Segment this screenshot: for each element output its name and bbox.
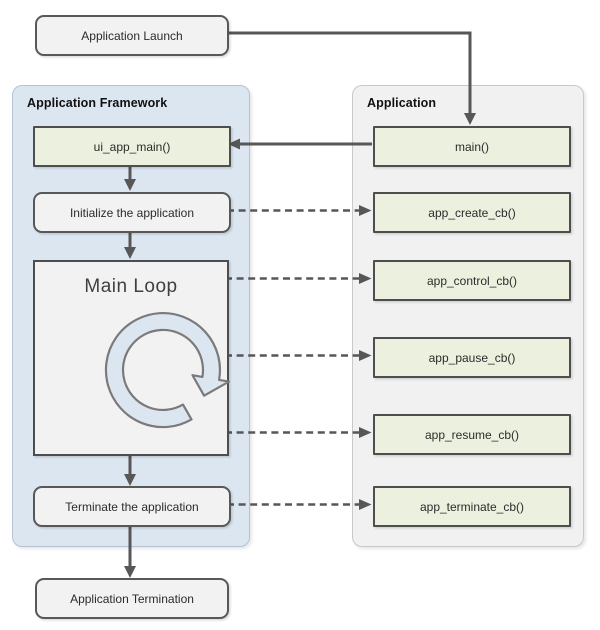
app-control-cb-node: app_control_cb() [373, 260, 571, 301]
main-loop-node: Main Loop [33, 260, 231, 456]
ui-app-main-node: ui_app_main() [33, 126, 231, 167]
main-loop-title: Main Loop [84, 276, 178, 297]
main-node: main() [373, 126, 571, 167]
app-pause-cb-node: app_pause_cb() [373, 337, 571, 378]
terminate-node: Terminate the application [33, 486, 231, 527]
application-termination-node: Application Termination [35, 578, 229, 619]
application-panel-title: Application [367, 96, 437, 110]
arrowhead [124, 566, 136, 578]
app-resume-cb-node: app_resume_cb() [373, 414, 571, 455]
loop-refresh-icon [104, 311, 231, 429]
app-terminate-cb-node: app_terminate_cb() [373, 486, 571, 527]
application-launch-node: Application Launch [35, 15, 229, 56]
app-create-cb-node: app_create_cb() [373, 192, 571, 233]
framework-panel-title: Application Framework [27, 96, 168, 110]
initialize-node: Initialize the application [33, 192, 231, 233]
